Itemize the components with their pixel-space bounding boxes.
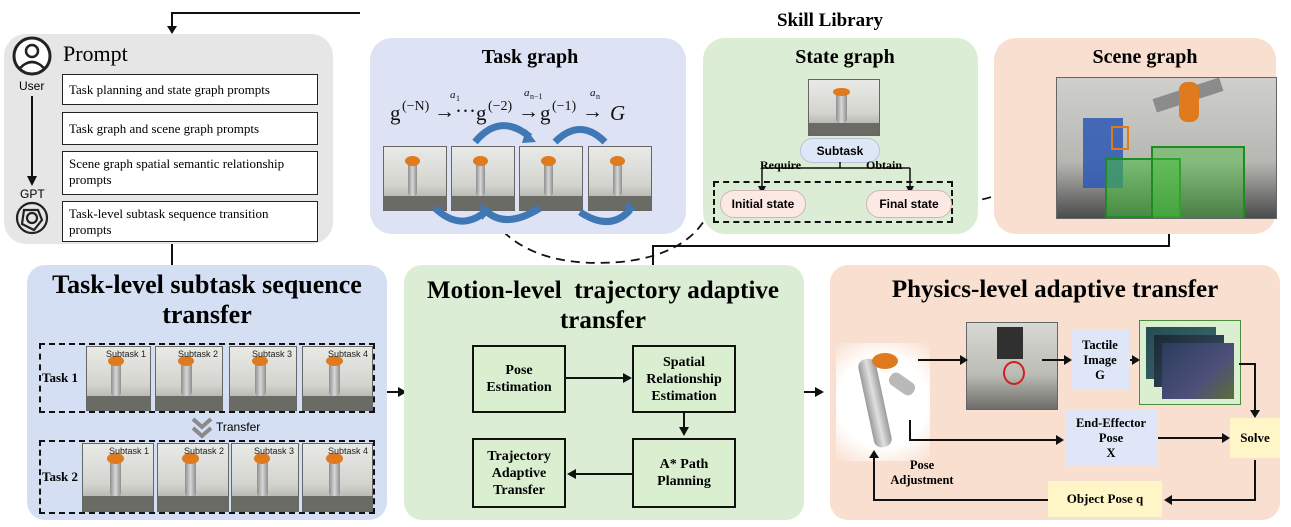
require-label: Require	[760, 158, 802, 172]
subtask-node: Subtask	[800, 138, 880, 163]
transfer-chevron-icon	[191, 417, 213, 439]
task-graph-photo-2	[451, 146, 515, 211]
task2-dashed-box	[39, 440, 375, 514]
scene-graph-photo	[1056, 77, 1277, 219]
motion-level-panel	[404, 265, 804, 520]
motion-arrows	[566, 373, 689, 479]
end-effector-box: End-Effector Pose X	[1065, 410, 1157, 466]
physics-arrows	[869, 355, 1260, 505]
svg-text:a: a	[590, 87, 596, 99]
svg-text:a: a	[450, 89, 456, 101]
svg-text:a: a	[524, 87, 530, 99]
trajectory-transfer-box: Trajectory Adaptive Transfer	[472, 438, 566, 508]
svg-text:n−1: n−1	[530, 92, 543, 101]
task1-label: Task 1	[42, 370, 79, 385]
physics-level-title: Physics-level adaptive transfer	[891, 276, 1219, 303]
skill-library-title: Skill Library	[776, 10, 884, 31]
tactile-image-box: Tactile Image G	[1071, 330, 1129, 390]
task-graph-title: Task graph	[481, 46, 579, 68]
svg-text:n: n	[596, 92, 600, 101]
pose-adjustment-label: Pose Adjustment	[890, 458, 954, 487]
initial-state-node: Initial state	[720, 190, 806, 218]
svg-text:(−N): (−N)	[402, 99, 430, 114]
task2-label: Task 2	[42, 469, 79, 484]
solve-box: Solve	[1230, 418, 1280, 458]
scene-graph-title: Scene graph	[1092, 46, 1198, 68]
astar-planning-box: A* Path Planning	[632, 438, 736, 508]
task-graph-photo-4	[588, 146, 652, 211]
svg-text:→···: →···	[434, 99, 476, 123]
pose-estimation-box: Pose Estimation	[472, 345, 566, 413]
task1-subtask-1: Subtask 1	[86, 346, 151, 411]
spatial-relationship-box: Spatial Relationship Estimation	[632, 345, 736, 413]
task2-subtask-2: Subtask 2	[157, 443, 229, 512]
gpt-icon	[15, 201, 49, 235]
svg-text:g: g	[476, 101, 487, 125]
svg-text:G: G	[610, 101, 625, 125]
robot-arm-image	[836, 343, 930, 461]
task-graph-photo-3	[519, 146, 583, 211]
final-state-node: Final state	[866, 190, 952, 218]
state-graph-photo	[808, 79, 880, 136]
task-graph-photo-1	[383, 146, 447, 211]
task-graph-cycle-arrows	[432, 122, 636, 225]
svg-text:(−1): (−1)	[552, 99, 577, 114]
state-graph-title: State graph	[795, 46, 895, 68]
user-label: User	[19, 79, 45, 93]
svg-text:→: →	[582, 99, 603, 123]
task2-subtask-1: Subtask 1	[82, 443, 154, 512]
prompt-item-scene-graph: Scene graph spatial semantic relationshi…	[62, 151, 318, 195]
task2-subtask-4: Subtask 4	[302, 443, 373, 512]
state-dashed-box	[713, 181, 953, 223]
svg-text:g: g	[390, 101, 401, 125]
prompt-item-task-planning: Task planning and state graph prompts	[62, 74, 318, 105]
prompt-title: Prompt	[63, 41, 128, 66]
task1-subtask-4: Subtask 4	[302, 346, 373, 411]
task1-subtask-3: Subtask 3	[229, 346, 297, 411]
task1-subtask-2: Subtask 2	[155, 346, 223, 411]
task-level-title: Task-level subtask sequence transfer	[52, 270, 362, 329]
svg-text:→: →	[518, 99, 539, 123]
tactile-image-stack	[1139, 320, 1241, 405]
svg-text:(−2): (−2)	[488, 99, 513, 114]
task2-subtask-3: Subtask 3	[231, 443, 299, 512]
gripper-photo	[966, 322, 1058, 410]
gpt-label: GPT	[20, 187, 45, 201]
prompt-item-task-graph: Task graph and scene graph prompts	[62, 112, 318, 145]
user-icon	[12, 36, 52, 76]
task1-dashed-box	[39, 343, 375, 413]
svg-text:1: 1	[456, 94, 460, 103]
object-pose-box: Object Pose q	[1048, 481, 1162, 517]
svg-text:g: g	[540, 101, 551, 125]
transfer-label: Transfer	[216, 420, 261, 434]
motion-level-title: Motion-level trajectory adaptive transfe…	[427, 277, 786, 334]
prompt-item-task-level: Task-level subtask sequence transition p…	[62, 201, 318, 242]
obtain-label: Obtain	[866, 158, 903, 172]
